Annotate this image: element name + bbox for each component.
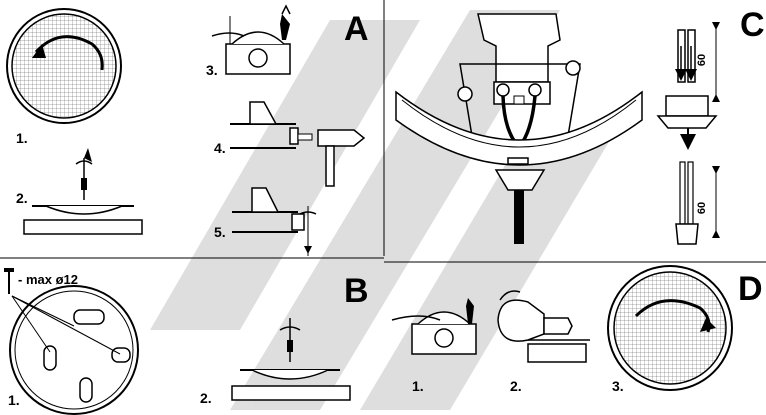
panel-d <box>391 265 733 391</box>
dimension-60-bottom: 60 <box>696 201 709 215</box>
panel-a-step-2: 2. <box>16 190 28 206</box>
lamp-cover-top-view <box>6 8 122 124</box>
panel-d-letter: D <box>738 270 763 308</box>
panel-d-step-3: 3. <box>612 378 624 394</box>
lamp-side-mount <box>231 318 351 401</box>
panel-a <box>6 4 366 256</box>
panel-d-step-1: 1. <box>412 378 424 394</box>
panel-a-step-3: 3. <box>206 62 218 78</box>
panel-a-step-1: 1. <box>16 130 28 146</box>
bulb-icon <box>497 290 590 363</box>
screw-icon <box>4 268 14 294</box>
lamp-socket-wiring <box>395 13 643 244</box>
clamp-step <box>232 187 317 256</box>
rotate-ccw-arrow-icon <box>34 35 104 71</box>
panel-b-step-2: 2. <box>200 390 212 406</box>
mounting-base-top-view <box>9 285 139 415</box>
panel-b-letter: B <box>344 272 369 310</box>
cable-strip-dimensions <box>656 22 720 245</box>
panel-b <box>4 268 351 415</box>
panel-a-step-5: 5. <box>214 224 226 240</box>
panel-b-step-1: 1. <box>8 392 20 408</box>
panel-c <box>395 13 720 245</box>
max-diameter-note: - max ø12 <box>18 272 78 287</box>
lamp-side-view-screw <box>23 148 143 235</box>
terminal-block-d <box>391 298 477 355</box>
panel-a-letter: A <box>344 10 369 48</box>
panel-c-letter: C <box>740 6 765 44</box>
terminal-block <box>211 4 291 75</box>
dimension-60-top: 60 <box>696 53 709 67</box>
lamp-cover-close <box>607 265 733 391</box>
panel-a-step-4: 4. <box>214 140 226 156</box>
hammer-icon <box>317 129 366 187</box>
panel-dividers <box>0 0 766 263</box>
hammer-step <box>230 101 366 187</box>
panel-d-step-2: 2. <box>510 378 522 394</box>
